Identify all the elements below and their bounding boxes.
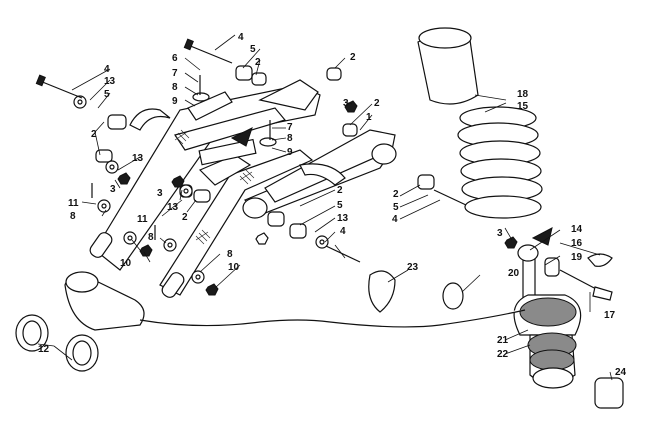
callout-6: 6 xyxy=(172,53,178,64)
callout-4: 4 xyxy=(104,64,110,75)
callout-24: 24 xyxy=(615,367,627,378)
callout-13: 13 xyxy=(337,213,349,224)
callout-4: 4 xyxy=(340,226,346,237)
front-arm xyxy=(242,129,397,219)
circlip xyxy=(587,253,613,267)
callout-12: 12 xyxy=(38,344,50,355)
wear-strip xyxy=(368,270,396,313)
callout-22: 22 xyxy=(497,349,509,360)
callout-9: 9 xyxy=(172,96,178,107)
callout-23: 23 xyxy=(407,262,419,273)
callout-13: 13 xyxy=(167,202,179,213)
callout-5: 5 xyxy=(104,89,110,100)
callout-5: 5 xyxy=(250,44,256,55)
callout-10: 10 xyxy=(120,258,132,269)
callout-11: 11 xyxy=(137,214,148,225)
reservoir-assembly xyxy=(15,271,526,372)
arrow-icon xyxy=(230,127,253,147)
bushings xyxy=(95,65,560,277)
callout-3: 3 xyxy=(343,98,349,109)
arrow-icon xyxy=(531,227,553,246)
callout-8: 8 xyxy=(172,82,178,93)
shock-assembly xyxy=(368,27,624,409)
retaining-ring xyxy=(442,282,464,310)
callout-19: 19 xyxy=(571,252,583,263)
callout-8: 8 xyxy=(148,232,154,243)
callout-5: 5 xyxy=(337,200,343,211)
callout-8: 8 xyxy=(70,211,76,222)
callout-5: 5 xyxy=(393,202,399,213)
callout-3: 3 xyxy=(497,228,503,239)
callout-10: 10 xyxy=(228,262,240,273)
callout-labels: 1 2 2 2 2 2 2 2 3 3 3 3 4 4 4 4 5 5 5 5 … xyxy=(38,32,627,378)
nuts xyxy=(117,100,518,296)
callout-17: 17 xyxy=(604,310,616,321)
callout-15: 15 xyxy=(517,101,529,112)
callout-2: 2 xyxy=(255,57,261,68)
callout-2: 2 xyxy=(350,52,356,63)
callout-4: 4 xyxy=(238,32,244,43)
callout-2: 2 xyxy=(393,189,399,200)
callout-18: 18 xyxy=(517,89,529,100)
washers xyxy=(73,92,329,284)
callout-11: 11 xyxy=(68,198,79,209)
bolts xyxy=(35,38,599,291)
callout-2: 2 xyxy=(337,185,343,196)
callout-8: 8 xyxy=(227,249,233,260)
callout-2: 2 xyxy=(182,212,188,223)
callout-14: 14 xyxy=(571,224,583,235)
callout-7: 7 xyxy=(172,68,178,79)
leader-lines xyxy=(37,34,613,381)
callout-20: 20 xyxy=(508,268,520,279)
callout-2: 2 xyxy=(374,98,380,109)
callout-3: 3 xyxy=(157,188,163,199)
callout-9: 9 xyxy=(287,147,293,158)
hatch-marks xyxy=(174,129,255,245)
callout-1: 1 xyxy=(366,112,372,123)
callout-3: 3 xyxy=(110,184,116,195)
rear-arm xyxy=(89,79,321,298)
callout-13: 13 xyxy=(104,76,116,87)
callout-8: 8 xyxy=(287,133,293,144)
coil-spring xyxy=(457,106,543,219)
callout-7: 7 xyxy=(287,122,293,133)
callout-21: 21 xyxy=(497,335,509,346)
callout-13: 13 xyxy=(132,153,144,164)
callout-4: 4 xyxy=(392,214,398,225)
callout-16: 16 xyxy=(571,238,583,249)
callout-2: 2 xyxy=(91,129,97,140)
